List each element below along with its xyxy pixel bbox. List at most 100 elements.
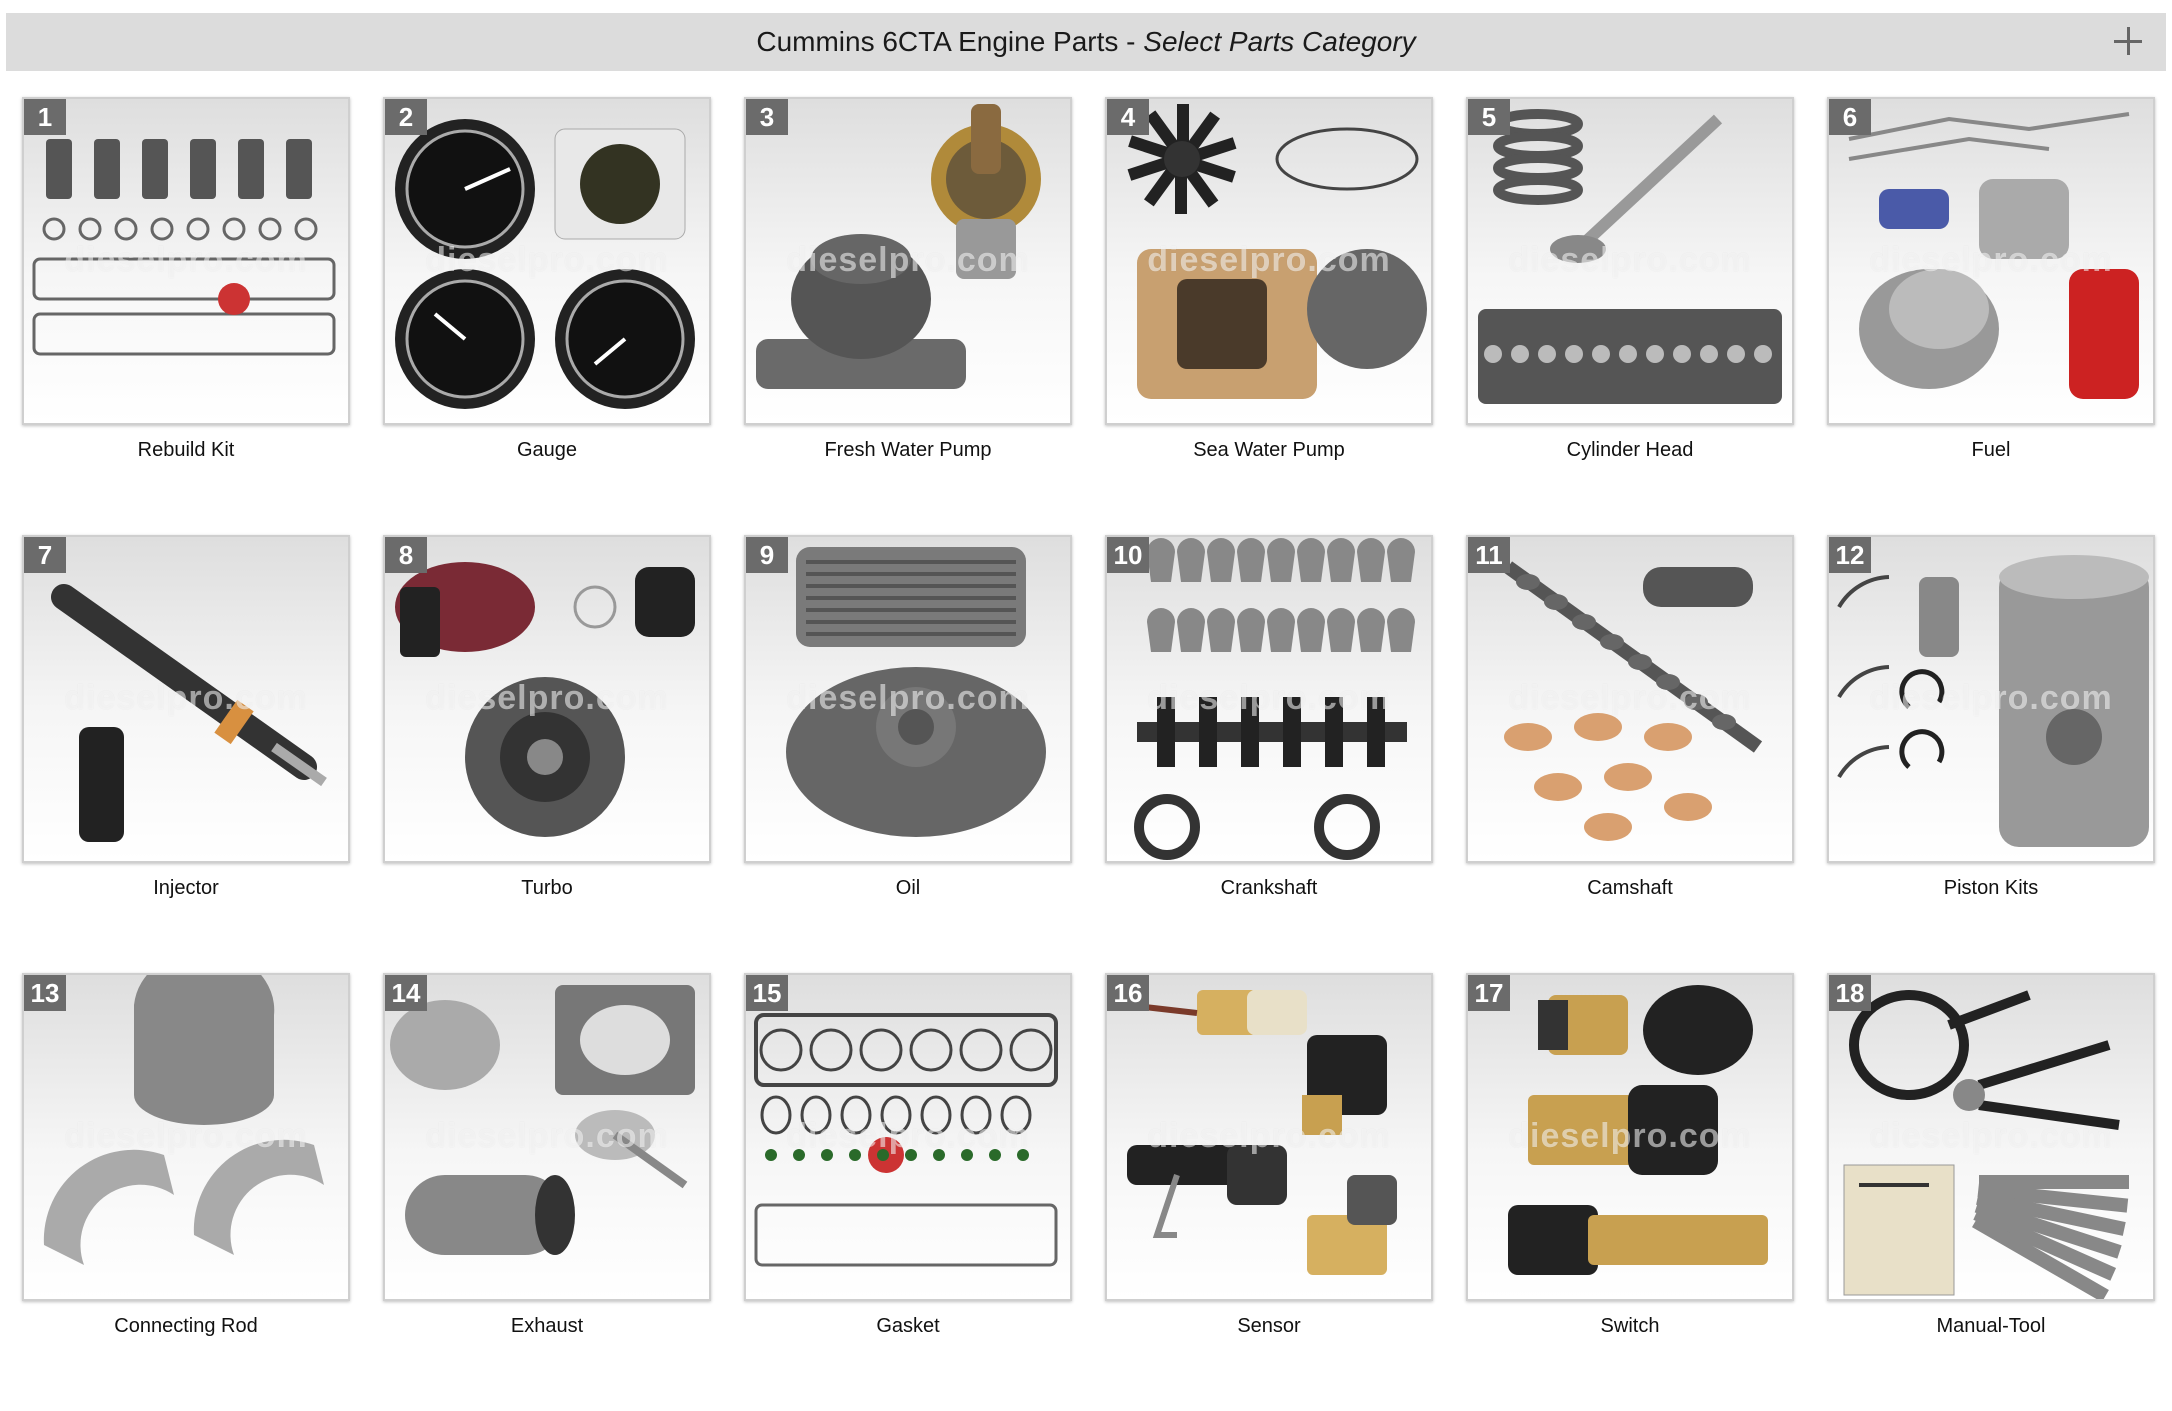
category-card-injector[interactable]: dieselpro.com 7 Injector [22, 535, 350, 973]
category-label[interactable]: Switch [1600, 1315, 1660, 1337]
category-label[interactable]: Connecting Rod [114, 1315, 258, 1337]
category-label[interactable]: Gauge [516, 439, 578, 461]
category-number-badge: 6 [1829, 99, 1871, 135]
category-number-badge: 2 [385, 99, 427, 135]
sensor-icon [1126, 990, 1397, 1275]
category-label[interactable]: Rebuild Kit [137, 439, 235, 461]
manual-tool-icon [1843, 990, 2129, 1299]
watermark-text: dieselpro.com [1508, 1117, 1752, 1155]
category-card-gauge[interactable]: dieselpro.com 2 Gauge [383, 97, 711, 535]
category-number-badge: 18 [1829, 975, 1871, 1011]
category-card-fresh-water-pump[interactable]: dieselpro.com 3 Fresh Water Pump [744, 97, 1072, 535]
category-thumbnail[interactable]: dieselpro.com 13 [22, 973, 350, 1301]
category-thumbnail[interactable]: dieselpro.com 1 [22, 97, 350, 425]
category-number-badge: 10 [1107, 537, 1149, 573]
fuel-icon [1848, 112, 2139, 399]
category-card-crankshaft[interactable]: dieselpro.com 10 Crankshaft [1105, 535, 1433, 973]
category-number-badge: 17 [1468, 975, 1510, 1011]
gauge-icon [395, 119, 695, 409]
category-label[interactable]: Manual-Tool [1936, 1315, 2046, 1337]
category-number-badge: 14 [385, 975, 427, 1011]
category-thumbnail[interactable]: dieselpro.com 7 [22, 535, 350, 863]
gasket-icon [754, 1013, 1058, 1267]
category-label[interactable]: Sea Water Pump [1193, 439, 1345, 461]
category-card-cylinder-head[interactable]: dieselpro.com 5 Cylinder Head [1466, 97, 1794, 535]
exhaust-icon [390, 985, 695, 1255]
watermark-text: dieselpro.com [1508, 679, 1752, 717]
injector-icon [51, 584, 327, 842]
category-card-camshaft[interactable]: dieselpro.com 11 Camshaft [1466, 535, 1794, 973]
watermark-text: dieselpro.com [786, 241, 1030, 279]
category-label[interactable]: Exhaust [510, 1315, 584, 1337]
cylinder-head-icon [1478, 109, 1782, 404]
category-label[interactable]: Camshaft [1587, 877, 1673, 899]
watermark-text: dieselpro.com [425, 1117, 669, 1155]
category-card-switch[interactable]: dieselpro.com 17 Switch [1466, 973, 1794, 1411]
category-label[interactable]: Injector [153, 877, 219, 899]
category-card-piston-kits[interactable]: dieselpro.com 12 Piston Kits [1827, 535, 2155, 973]
category-card-gasket[interactable]: dieselpro.com 15 Gasket [744, 973, 1072, 1411]
category-thumbnail[interactable]: dieselpro.com 10 [1105, 535, 1433, 863]
watermark-text: dieselpro.com [1869, 1117, 2113, 1155]
fresh-water-pump-icon [756, 104, 1041, 389]
category-number-badge: 9 [746, 537, 788, 573]
category-thumbnail[interactable]: dieselpro.com 8 [383, 535, 711, 863]
category-card-manual-tool[interactable]: dieselpro.com 18 Manual-Tool [1827, 973, 2155, 1411]
category-thumbnail[interactable]: dieselpro.com 6 [1827, 97, 2155, 425]
sea-water-pump-icon [1127, 104, 1427, 399]
expand-plus-icon[interactable] [2108, 21, 2148, 61]
category-label[interactable]: Oil [895, 877, 921, 899]
watermark-text: dieselpro.com [786, 1117, 1030, 1155]
category-number-badge: 4 [1107, 99, 1149, 135]
category-number-badge: 1 [24, 99, 66, 135]
category-number-badge: 12 [1829, 537, 1871, 573]
category-card-rebuild-kit[interactable]: dieselpro.com 1 Rebuild Kit [22, 97, 350, 535]
category-number-badge: 3 [746, 99, 788, 135]
page-subtitle: Select Parts Category [1143, 26, 1416, 57]
category-card-sea-water-pump[interactable]: dieselpro.com 4 Sea Water Pump [1105, 97, 1433, 535]
category-label[interactable]: Fuel [1971, 439, 2011, 461]
watermark-text: dieselpro.com [1869, 241, 2113, 279]
category-card-exhaust[interactable]: dieselpro.com 14 Exhaust [383, 973, 711, 1411]
category-thumbnail[interactable]: dieselpro.com 4 [1105, 97, 1433, 425]
category-card-fuel[interactable]: dieselpro.com 6 Fuel [1827, 97, 2155, 535]
category-card-connecting-rod[interactable]: dieselpro.com 13 Connecting Rod [22, 973, 350, 1411]
switch-icon [1508, 985, 1768, 1275]
watermark-text: dieselpro.com [425, 241, 669, 279]
category-card-turbo[interactable]: dieselpro.com 8 Turbo [383, 535, 711, 973]
category-label[interactable]: Cylinder Head [1566, 439, 1694, 461]
category-number-badge: 13 [24, 975, 66, 1011]
category-label[interactable]: Sensor [1237, 1315, 1301, 1337]
watermark-text: dieselpro.com [425, 679, 669, 717]
category-thumbnail[interactable]: dieselpro.com 14 [383, 973, 711, 1301]
crankshaft-icon [1134, 538, 1415, 860]
category-thumbnail[interactable]: dieselpro.com 2 [383, 97, 711, 425]
category-grid: dieselpro.com 1 Rebuild Kit dieselpro.co… [22, 97, 2155, 1411]
category-thumbnail[interactable]: dieselpro.com 17 [1466, 973, 1794, 1301]
rebuild-kit-icon [32, 139, 336, 356]
category-thumbnail[interactable]: dieselpro.com 12 [1827, 535, 2155, 863]
watermark-text: dieselpro.com [786, 679, 1030, 717]
category-thumbnail[interactable]: dieselpro.com 16 [1105, 973, 1433, 1301]
category-label[interactable]: Gasket [876, 1315, 940, 1337]
category-label[interactable]: Fresh Water Pump [824, 439, 992, 461]
page-title: Cummins 6CTA Engine Parts - [756, 26, 1144, 57]
connecting-rod-icon [43, 975, 324, 1265]
category-label[interactable]: Turbo [521, 877, 573, 899]
category-thumbnail[interactable]: dieselpro.com 3 [744, 97, 1072, 425]
category-label[interactable]: Piston Kits [1943, 877, 2039, 899]
category-card-sensor[interactable]: dieselpro.com 16 Sensor [1105, 973, 1433, 1411]
watermark-text: dieselpro.com [1147, 1117, 1391, 1155]
turbo-icon [395, 562, 695, 837]
category-card-oil[interactable]: dieselpro.com 9 Oil [744, 535, 1072, 973]
category-number-badge: 16 [1107, 975, 1149, 1011]
category-thumbnail[interactable]: dieselpro.com 15 [744, 973, 1072, 1301]
category-thumbnail[interactable]: dieselpro.com 5 [1466, 97, 1794, 425]
category-thumbnail[interactable]: dieselpro.com 18 [1827, 973, 2155, 1301]
camshaft-icon [1503, 561, 1763, 841]
category-thumbnail[interactable]: dieselpro.com 11 [1466, 535, 1794, 863]
watermark-text: dieselpro.com [1147, 679, 1391, 717]
category-label[interactable]: Crankshaft [1220, 877, 1318, 899]
piston-kits-icon [1837, 555, 2149, 847]
category-thumbnail[interactable]: dieselpro.com 9 [744, 535, 1072, 863]
